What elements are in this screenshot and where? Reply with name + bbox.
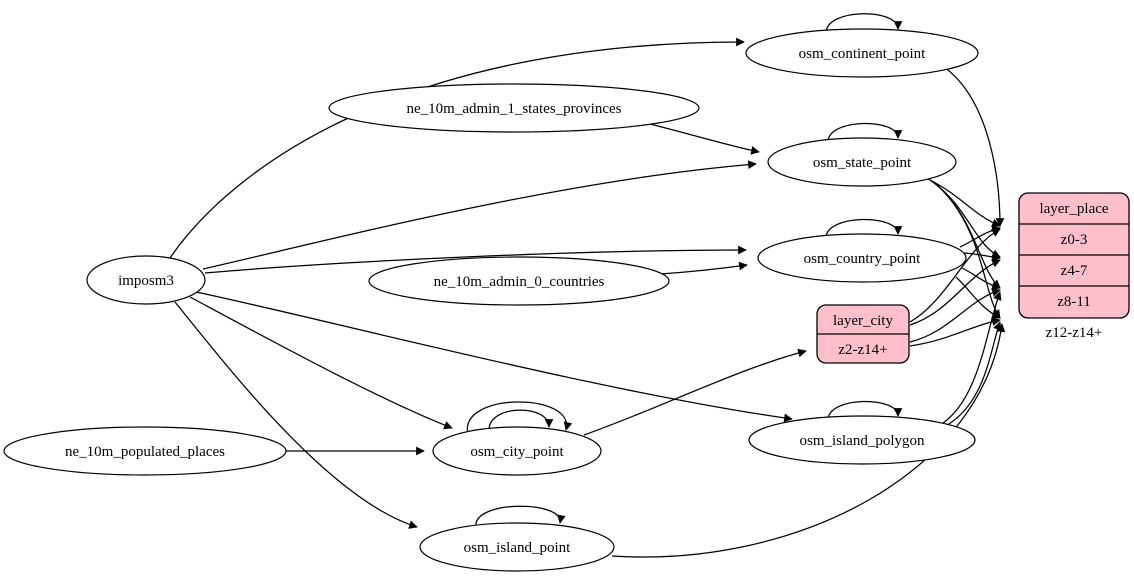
record-row-layer-place-z8-11[interactable]: z8-11 <box>1057 294 1091 310</box>
node-osm-city-point[interactable]: osm_city_point <box>432 426 602 476</box>
node-osm-country-point-label: osm_country_point <box>804 251 921 267</box>
node-osm-city-point-label: osm_city_point <box>470 444 564 460</box>
record-row-layer-place-z12-z14[interactable]: z12-z14+ <box>1046 325 1103 341</box>
node-osm-continent-point-label: osm_continent_point <box>799 46 926 62</box>
edge-layer-city-to-layer-place-z12-z14 <box>909 317 1001 347</box>
node-imposm3-shape[interactable] <box>86 255 206 305</box>
edge-imposm3-to-osm-continent-point <box>169 37 745 259</box>
node-ne-10m-populated-places-label: ne_10m_populated_places <box>65 444 225 460</box>
edge-layer-city-to-layer-place-z0-3 <box>909 228 1001 323</box>
node-osm-state-point-shape[interactable] <box>767 137 957 187</box>
edge-osm-island-polygon-to-layer-place-z12-z14 <box>943 321 1002 428</box>
edge-self-loop-osm-continent-point <box>825 13 903 34</box>
edge-osm-continent-point-to-layer-place-z0-3 <box>943 66 1005 227</box>
edge-osm-city-point-to-layer-city-z2-z14 <box>583 348 807 436</box>
node-osm-island-polygon-shape[interactable] <box>748 415 976 465</box>
node-ne-10m-admin-0-countries[interactable]: ne_10m_admin_0_countries <box>368 256 670 306</box>
node-ne-10m-admin-1-states-provinces[interactable]: ne_10m_admin_1_states_provinces <box>328 83 700 133</box>
edge-self-loop-osm-city-point-outer <box>467 401 573 435</box>
node-osm-country-point[interactable]: osm_country_point <box>757 233 967 283</box>
edge-self-loop-osm-country-point <box>825 218 903 239</box>
edge-osm-country-point-to-layer-place-z8-11 <box>961 267 1001 290</box>
node-imposm3[interactable]: imposm3 <box>86 255 206 305</box>
node-osm-island-polygon-label: osm_island_polygon <box>799 433 925 449</box>
record-row-layer-city-header: layer_city <box>833 313 893 329</box>
node-ne-10m-admin-1-states-provinces-label: ne_10m_admin_1_states_provinces <box>407 101 622 117</box>
node-osm-state-point-label: osm_state_point <box>813 155 912 171</box>
edges-layer <box>169 13 1006 558</box>
node-osm-city-point-shape[interactable] <box>432 426 602 476</box>
node-osm-country-point-shape[interactable] <box>757 233 967 283</box>
nodes-layer: imposm3 ne_10m_admin_1_states_provinces … <box>3 28 1130 572</box>
edge-imposm3-to-osm-city-point <box>189 296 453 430</box>
record-row-layer-place-z4-7[interactable]: z4-7 <box>1061 263 1088 279</box>
node-osm-island-point[interactable]: osm_island_point <box>419 522 615 572</box>
node-osm-island-point-label: osm_island_point <box>464 540 572 556</box>
edge-self-loop-osm-island-point <box>475 505 566 528</box>
edge-imposm3-to-osm-country-point <box>204 245 747 274</box>
node-osm-island-polygon[interactable]: osm_island_polygon <box>748 415 976 465</box>
record-node-layer-place[interactable]: layer_place z0-3 z4-7 z8-11 z12-z14+ <box>1018 192 1130 341</box>
edge-layer-city-to-layer-place-z8-11 <box>909 288 1001 343</box>
edge-osm-state-point-to-layer-place-z12-z14 <box>933 181 1001 319</box>
edge-self-loop-osm-state-point <box>827 122 903 143</box>
record-row-layer-place-header: layer_place <box>1039 201 1108 217</box>
edge-layer-city-to-layer-place-z4-7 <box>909 259 1001 326</box>
edge-osm-country-point-to-layer-place-z4-7 <box>963 252 1001 262</box>
edge-ne-admin1-to-osm-state-point <box>649 123 760 155</box>
node-ne-10m-admin-1-states-provinces-shape[interactable] <box>328 83 700 133</box>
record-node-layer-city[interactable]: layer_city z2-z14+ <box>816 304 910 364</box>
edge-self-loop-osm-island-polygon <box>827 400 903 421</box>
edge-ne-admin0-to-osm-country-point <box>659 261 748 275</box>
node-osm-continent-point-shape[interactable] <box>745 28 979 78</box>
node-osm-continent-point[interactable]: osm_continent_point <box>745 28 979 78</box>
edge-self-loop-osm-city-point-inner <box>488 409 554 431</box>
node-osm-state-point[interactable]: osm_state_point <box>767 137 957 187</box>
edge-imposm3-to-osm-island-polygon <box>195 291 793 423</box>
edge-osm-country-point-to-layer-place-z0-3 <box>959 225 1001 248</box>
edge-osm-country-point-to-layer-place-z12-z14 <box>955 276 1001 319</box>
node-ne-10m-populated-places-shape[interactable] <box>3 426 287 476</box>
node-ne-10m-populated-places[interactable]: ne_10m_populated_places <box>3 426 287 476</box>
node-imposm3-label: imposm3 <box>118 273 174 289</box>
edge-osm-island-polygon-to-layer-place-z8-11 <box>939 291 1002 426</box>
node-ne-10m-admin-0-countries-shape[interactable] <box>368 256 670 306</box>
node-ne-10m-admin-0-countries-label: ne_10m_admin_0_countries <box>434 274 605 290</box>
edge-imposm3-to-osm-state-point <box>202 160 757 270</box>
edge-osm-state-point-to-layer-place-z0-3 <box>927 178 1001 227</box>
edge-osm-island-point-to-layer-place-z12-z14 <box>611 323 1006 558</box>
node-osm-island-point-shape[interactable] <box>419 522 615 572</box>
record-row-layer-place-z0-3[interactable]: z0-3 <box>1061 232 1088 248</box>
edge-imposm3-to-osm-island-point <box>174 301 418 529</box>
record-row-layer-city-z2-z14[interactable]: z2-z14+ <box>838 342 887 358</box>
